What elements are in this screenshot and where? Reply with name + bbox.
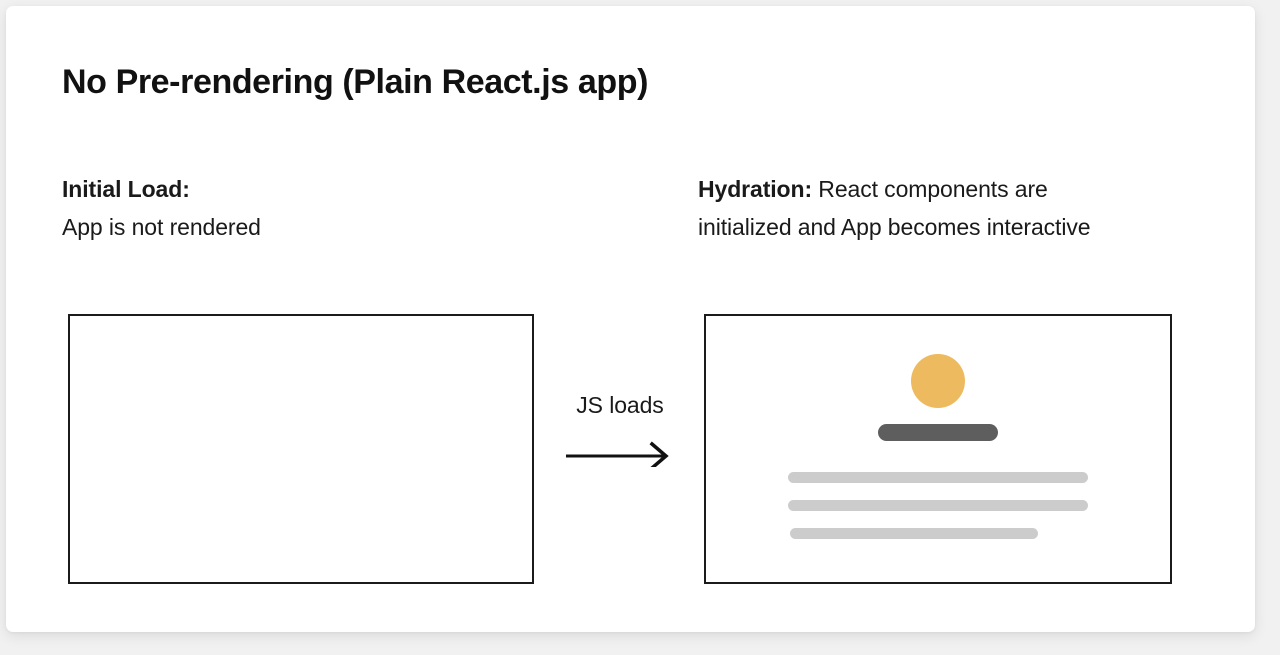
page-title: No Pre-rendering (Plain React.js app) (62, 63, 648, 101)
avatar (911, 354, 965, 408)
empty-viewport-frame (68, 314, 534, 584)
right-caption-lead: Hydration: (698, 176, 813, 202)
rendered-viewport-frame (704, 314, 1172, 584)
right-caption: Hydration: React components are initiali… (698, 172, 1178, 244)
arrow-right-icon (554, 437, 686, 471)
skeleton-text-bar (788, 472, 1088, 483)
left-caption: Initial Load: App is not rendered (62, 172, 532, 244)
right-caption-line1-rest: React components are (812, 176, 1048, 202)
left-column: Initial Load: App is not rendered (62, 172, 532, 244)
skeleton-title-bar (878, 424, 998, 441)
left-caption-line2: App is not rendered (62, 214, 261, 241)
skeleton-text-bar (788, 500, 1088, 511)
left-caption-lead: Initial Load: (62, 176, 190, 202)
transition-group: JS loads (554, 392, 686, 471)
right-caption-line2: initialized and App becomes interactive (698, 214, 1091, 241)
app-skeleton (706, 316, 1170, 582)
slide-card: No Pre-rendering (Plain React.js app) In… (6, 6, 1255, 632)
skeleton-text-bar (790, 528, 1038, 539)
right-column: Hydration: React components are initiali… (698, 172, 1178, 244)
transition-label: JS loads (576, 392, 664, 418)
